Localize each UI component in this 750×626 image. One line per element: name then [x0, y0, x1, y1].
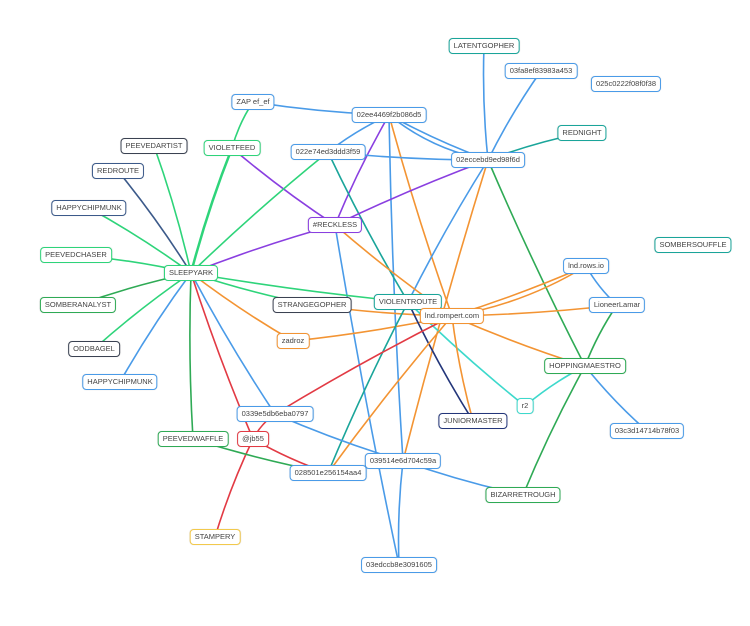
node-latentgopher[interactable]: LATENTGOPHER [448, 38, 520, 54]
node-zadroz[interactable]: zadroz [276, 333, 310, 349]
edge-lndrompert-juniormaster [451, 315, 474, 422]
edge-n022e-violentroute [327, 151, 409, 303]
edge-latentgopher-n02ec [482, 45, 489, 161]
edge-violentroute-juniormaster [407, 301, 474, 422]
edge-lndrompert-n0339 [274, 315, 453, 415]
edge-hoppingmaestro-n03c3 [584, 365, 648, 432]
edge-n02ec-hoppingmaestro [487, 159, 586, 367]
node-reckless[interactable]: #RECKLESS [307, 217, 363, 233]
edge-sleepyark-happychipmunk2 [119, 272, 192, 383]
node-n0339[interactable]: 0339e5db6eba0797 [236, 406, 314, 422]
node-bizarretrough[interactable]: BIZARRETROUGH [485, 487, 561, 503]
node-hoppingmaestro[interactable]: HOPPINGMAESTRO [544, 358, 626, 374]
edge-hoppingmaestro-bizarretrough [522, 365, 586, 496]
node-n0395[interactable]: 039514e6d704c59a [364, 453, 442, 469]
edge-sleepyark-peevedartist [153, 145, 192, 274]
node-peevedwaffle[interactable]: PEEVEDWAFFLE [157, 431, 229, 447]
node-oddbagel[interactable]: ODDBAGEL [68, 341, 120, 357]
node-n03ed[interactable]: 03edccb8e3091605 [361, 557, 437, 573]
edge-lndrompert-n0285 [327, 315, 453, 474]
node-violentroute[interactable]: VIOLENTROUTE [373, 294, 443, 310]
node-n022e[interactable]: 022e74ed3ddd3f59 [290, 144, 366, 160]
edge-violentroute-n0285 [327, 301, 409, 474]
node-violetfeed[interactable]: VIOLETFEED [203, 140, 261, 156]
edge-jb55-stampery [214, 438, 254, 538]
node-strangegopher[interactable]: STRANGEGOPHER [272, 297, 352, 313]
node-n025c[interactable]: 025c0222f08f0f38 [590, 76, 662, 92]
edge-lioneer-hoppingmaestro [584, 304, 618, 367]
node-stampery[interactable]: STAMPERY [189, 529, 241, 545]
node-lioneer[interactable]: LioneerLamar [588, 297, 646, 313]
edge-n03fa-n02ec [487, 70, 542, 161]
node-n0285[interactable]: 028501e256154aa4 [289, 465, 367, 481]
node-peevedchaser[interactable]: PEEVEDCHASER [40, 247, 112, 263]
node-sleepyark[interactable]: SLEEPYARK [163, 265, 219, 281]
edge-sleepyark-peevedwaffle [189, 272, 194, 440]
node-n02ec[interactable]: 02eccebd9ed98f6d [451, 152, 525, 168]
edge-n02ee-reckless [334, 114, 390, 226]
edge-violetfeed-sleepyark [189, 147, 234, 274]
node-redroute[interactable]: REDROUTE [91, 163, 145, 179]
edge-n02ee-lndrompert [388, 114, 453, 317]
edge-n02ee-n0395 [388, 114, 404, 462]
node-jb55[interactable]: @jb55 [237, 431, 269, 447]
edge-reckless-n03ed [334, 224, 400, 566]
node-sombersouffle[interactable]: SOMBERSOUFFLE [654, 237, 732, 253]
node-somberanalyst[interactable]: SOMBERANALYST [39, 297, 117, 313]
node-n03c3[interactable]: 03c3d14714b78f03 [609, 423, 685, 439]
edge-n0395-n03ed [397, 460, 404, 566]
node-lndrompert[interactable]: lnd.rompert.com [419, 308, 485, 324]
edge-sleepyark-n0339 [190, 272, 276, 415]
edge-n022e-sleepyark [190, 151, 329, 274]
node-rednight[interactable]: REDNIGHT [557, 125, 607, 141]
node-juniormaster[interactable]: JUNIORMASTER [438, 413, 508, 429]
edge-sleepyark-redroute [117, 170, 192, 274]
edge-n02ec-violentroute [407, 159, 489, 303]
node-happychipmunk2[interactable]: HAPPYCHIPMUNK [82, 374, 158, 390]
node-n02ee[interactable]: 02ee4469f2b086d5 [351, 107, 427, 123]
node-happychipmunk1[interactable]: HAPPYCHIPMUNK [51, 200, 127, 216]
node-n03fa[interactable]: 03fa8ef83983a453 [504, 63, 578, 79]
node-zap[interactable]: ZAP ef_ef [231, 94, 275, 110]
node-peevedartist[interactable]: PEEVEDARTIST [120, 138, 188, 154]
node-lndrows[interactable]: lnd.rows.io [563, 258, 609, 274]
node-r2[interactable]: r2 [516, 398, 534, 414]
